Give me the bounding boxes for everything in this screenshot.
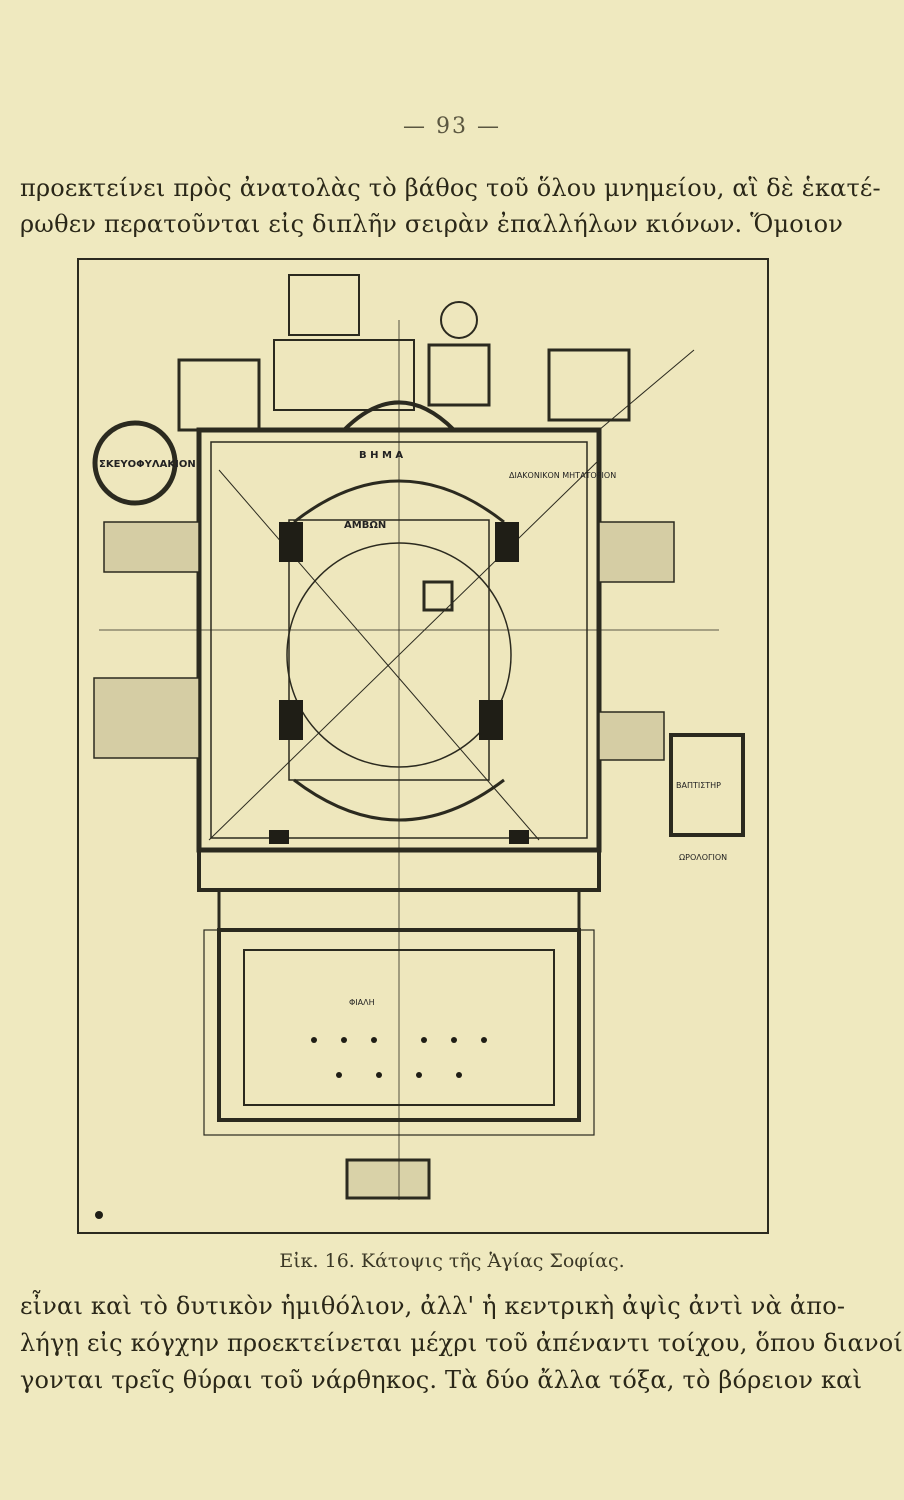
diakonikon-label: ΔΙΑΚΟΝΙΚΟΝ ΜΗΤΑΤΟΡΙΟΝ [509, 471, 616, 480]
phiale-label: ΦΙΑΛΗ [349, 998, 375, 1007]
body-text-line-1: προεκτείνει πρὸς ἀνατολὰς τὸ βάθος τοῦ ὅ… [20, 174, 881, 202]
body-text-line-5: γονται τρεῖς θύραι τοῦ νάρθηκος. Τὰ δύο … [20, 1366, 863, 1394]
floor-plan-figure: ΣΚΕΥΟΦΥΛΑΚΙΟΝ Β Η Μ Α ΔΙΑΚΟΝΙΚΟΝ ΜΗΤΑΤΟΡ… [77, 258, 769, 1234]
skeuophylakion-label: ΣΚΕΥΟΦΥΛΑΚΙΟΝ [99, 459, 196, 470]
body-text-line-3: εἶναι καὶ τὸ δυτικὸν ἡμιθόλιον, ἀλλ' ἡ κ… [20, 1292, 846, 1320]
figure-caption: Εἰκ. 16. Κάτοψις τῆς Ἁγίας Σοφίας. [279, 1250, 625, 1272]
floor-plan-drawing: ΣΚΕΥΟΦΥΛΑΚΙΟΝ Β Η Μ Α ΔΙΑΚΟΝΙΚΟΝ ΜΗΤΑΤΟΡ… [92, 274, 745, 1219]
skeuophylakion-circle [92, 420, 178, 506]
ambon-label: ΑΜΒΩΝ [344, 520, 386, 531]
baptistery-outline [669, 733, 745, 837]
body-text-line-2: ρωθεν περατοῦνται εἰς διπλῆν σειρὰν ἐπαλ… [20, 210, 844, 238]
page-number: — 93 — [403, 114, 501, 139]
horologion-label: ΩΡΟΛΟΓΙΟΝ [679, 853, 727, 862]
body-text-line-4: λήγῃ εἰς κόγχην προεκτείνεται μέχρι τοῦ … [20, 1329, 904, 1357]
bema-label: Β Η Μ Α [359, 450, 403, 461]
baptistery-label: ΒΑΠΤΙΣΤΗΡ [676, 781, 721, 790]
